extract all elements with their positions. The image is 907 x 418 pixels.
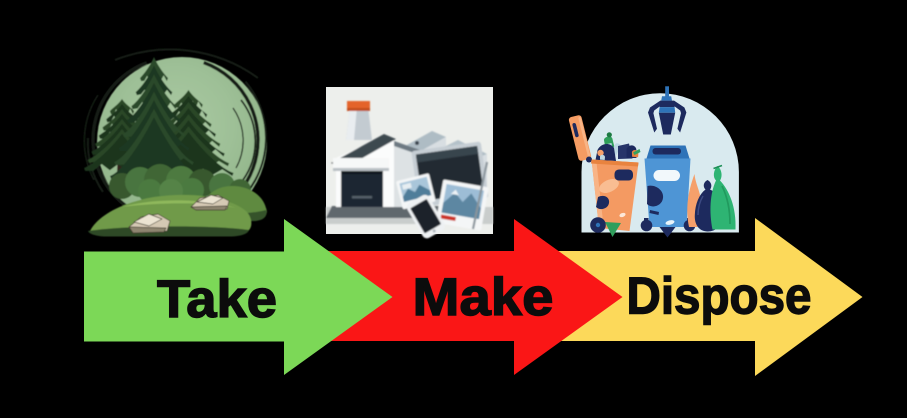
svg-text:Take: Take bbox=[157, 270, 277, 329]
svg-text:Make: Make bbox=[413, 268, 554, 327]
svg-text:Dispose: Dispose bbox=[627, 268, 812, 326]
